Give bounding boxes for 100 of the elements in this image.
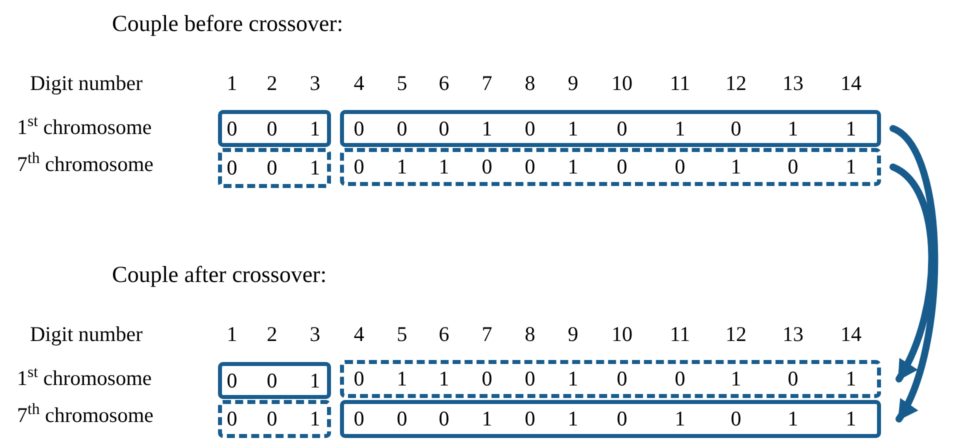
gene-digit: 0 [226, 118, 238, 139]
gene-digit: 1 [846, 408, 856, 430]
gene-digit: 0 [482, 156, 492, 178]
gene-digit: 0 [616, 408, 628, 430]
gene-digit: 0 [730, 118, 742, 139]
gene-digit: 0 [674, 368, 686, 390]
row-header: Digit number [30, 73, 143, 94]
gene-digit: 1 [788, 118, 798, 139]
chromosome-segment [340, 148, 881, 186]
gene-digit: 0 [266, 370, 278, 391]
chromosome-segment [218, 362, 331, 399]
gene-digit: 1 [482, 118, 492, 139]
gene-digit: 1 [310, 118, 320, 139]
chromosome-segment [340, 400, 881, 438]
digit-number: 4 [354, 73, 364, 94]
heading: Couple before crossover: [112, 12, 344, 35]
digit-number: 9 [568, 73, 578, 94]
digit-number: 9 [568, 324, 578, 345]
digit-number: 13 [782, 73, 804, 94]
heading: Couple after crossover: [112, 263, 327, 286]
gene-digit: 0 [788, 368, 798, 390]
gene-digit: 1 [568, 118, 578, 139]
row-label: 1$^{st}$ chromosome [17, 117, 152, 138]
row-header: Digit number [30, 324, 143, 345]
chromosome-segment [218, 400, 331, 438]
digit-number: 11 [670, 324, 690, 345]
gene-digit: 1 [568, 368, 578, 390]
digit-number: 2 [266, 324, 278, 345]
gene-digit: 0 [396, 408, 408, 430]
gene-digit: 0 [788, 156, 798, 178]
chromosome-segment [218, 148, 331, 188]
gene-digit: 1 [846, 156, 856, 178]
digit-number: 5 [396, 324, 408, 345]
gene-digit: 0 [266, 408, 278, 430]
gene-digit: 1 [846, 368, 856, 390]
digit-number: 6 [438, 73, 450, 94]
gene-digit: 1 [438, 156, 450, 178]
digit-number: 14 [840, 73, 862, 94]
digit-number: 1 [226, 324, 238, 345]
gene-digit: 1 [674, 118, 686, 139]
digit-number: 5 [396, 73, 408, 94]
gene-digit: 0 [616, 118, 628, 139]
row-label: 7$^{th}$ chromosome [17, 405, 154, 426]
digit-number: 3 [310, 324, 320, 345]
gene-digit: 1 [674, 408, 686, 430]
gene-digit: 0 [354, 156, 364, 178]
gene-digit: 0 [674, 156, 686, 178]
gene-digit: 0 [354, 368, 364, 390]
gene-digit: 1 [846, 118, 856, 139]
gene-digit: 0 [524, 156, 536, 178]
gene-digit: 1 [396, 156, 408, 178]
gene-digit: 1 [730, 156, 742, 178]
row-label: 1$^{st}$ chromosome [17, 368, 152, 389]
gene-digit: 1 [438, 368, 450, 390]
digit-number: 11 [670, 73, 690, 94]
gene-digit: 0 [616, 368, 628, 390]
digit-number: 8 [524, 73, 536, 94]
gene-digit: 0 [354, 118, 364, 139]
gene-digit: 0 [616, 156, 628, 178]
gene-digit: 0 [438, 118, 450, 139]
gene-digit: 1 [730, 368, 742, 390]
gene-digit: 0 [524, 368, 536, 390]
digit-number: 1 [226, 73, 238, 94]
gene-digit: 0 [226, 408, 238, 430]
digit-number: 13 [782, 324, 804, 345]
gene-digit: 0 [226, 370, 238, 391]
digit-number: 14 [840, 324, 862, 345]
gene-digit: 1 [396, 368, 408, 390]
gene-digit: 0 [482, 368, 492, 390]
row-label: 7$^{th}$ chromosome [17, 154, 154, 175]
gene-digit: 0 [354, 408, 364, 430]
gene-digit: 0 [266, 158, 278, 178]
digit-number: 12 [726, 73, 746, 94]
digit-number: 7 [482, 324, 492, 345]
gene-digit: 1 [310, 158, 320, 178]
gene-digit: 1 [788, 408, 798, 430]
digit-number: 4 [354, 324, 364, 345]
gene-digit: 0 [524, 118, 536, 139]
digit-number: 10 [612, 324, 632, 345]
gene-digit: 1 [482, 408, 492, 430]
gene-digit: 0 [226, 158, 238, 178]
chromosome-segment [218, 110, 331, 147]
digit-number: 12 [726, 324, 746, 345]
digit-number: 8 [524, 324, 536, 345]
digit-number: 2 [266, 73, 278, 94]
digit-number: 6 [438, 324, 450, 345]
gene-digit: 1 [310, 408, 320, 430]
digit-number: 10 [612, 73, 632, 94]
gene-digit: 0 [438, 408, 450, 430]
chromosome-segment [340, 360, 881, 398]
gene-digit: 0 [730, 408, 742, 430]
digit-number: 3 [310, 73, 320, 94]
gene-digit: 1 [568, 408, 578, 430]
gene-digit: 0 [524, 408, 536, 430]
gene-digit: 0 [396, 118, 408, 139]
gene-digit: 0 [266, 118, 278, 139]
chromosome-segment [340, 110, 881, 147]
curved-arrow [890, 125, 938, 422]
gene-digit: 1 [310, 370, 320, 391]
digit-number: 7 [482, 73, 492, 94]
